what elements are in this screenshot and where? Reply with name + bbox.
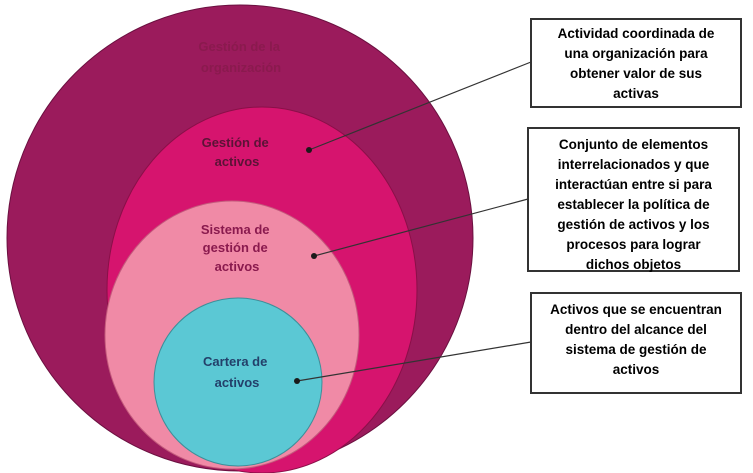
system-connector-dot <box>311 253 317 259</box>
portfolio-note-box: Activos que se encuentran dentro del alc… <box>530 292 742 394</box>
system-connector-line <box>313 198 529 257</box>
note-text-line: establecer la política de <box>557 197 710 212</box>
organization-connector-line <box>308 61 532 151</box>
organization-circle-label: Gestión de la organización <box>198 39 283 75</box>
note-text-line: obtener valor de sus <box>569 66 703 81</box>
note-text-line: gestión de activos y los <box>557 217 710 232</box>
note-text-line: Activos que se encuentran <box>550 302 722 317</box>
note-text-line: sistema de gestión de <box>565 342 707 357</box>
note-text-line: procesos para lograr <box>566 237 701 252</box>
note-text-line: interactúan entre si para <box>555 177 712 192</box>
note-text-line: interrelacionados y que <box>557 157 710 172</box>
organization-connector-dot <box>306 147 312 153</box>
note-text-line: una organización para <box>564 46 708 61</box>
asset-portfolio-circle-label: Cartera de activos <box>203 354 271 390</box>
asset-portfolio-circle <box>153 297 323 467</box>
note-text-line: dichos objetos <box>585 257 682 272</box>
organization-note-box: Actividad coordinada de una organización… <box>530 18 742 108</box>
note-text-line: Actividad coordinada de <box>557 26 715 41</box>
system-note-box: Conjunto de elementos interrelacionados … <box>527 127 740 272</box>
portfolio-connector-line <box>296 341 532 382</box>
note-text-line: activos <box>612 362 660 377</box>
note-text-line: dentro del alcance del <box>565 322 707 337</box>
management-system-circle-label: Sistema de gestión de activos <box>201 222 273 274</box>
portfolio-connector-dot <box>294 378 300 384</box>
asset-management-circle-label: Gestión de activos <box>202 135 273 169</box>
note-text-line: Conjunto de elementos <box>558 137 709 152</box>
note-text-line: activas <box>613 86 659 101</box>
